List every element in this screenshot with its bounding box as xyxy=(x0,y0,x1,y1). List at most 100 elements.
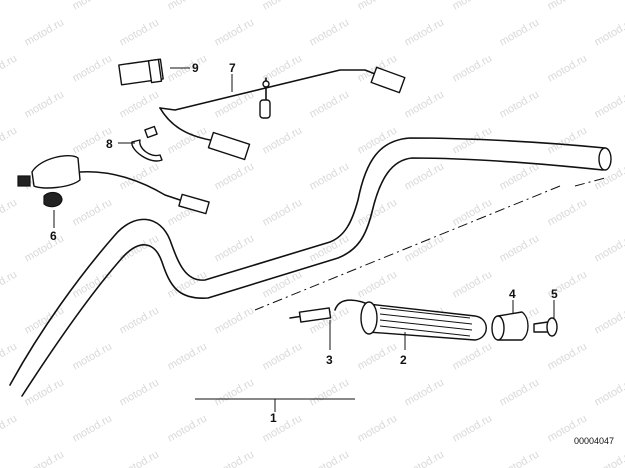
watermark-text: motod.ru xyxy=(166,0,210,13)
connector-9 xyxy=(118,58,164,86)
clamp-8 xyxy=(131,125,163,162)
watermark-text: motod.ru xyxy=(118,304,162,336)
bar-end-weight-4 xyxy=(491,311,529,341)
callout-2: 2 xyxy=(400,353,407,367)
watermark-text: motod.ru xyxy=(0,52,19,84)
watermark-text: motod.ru xyxy=(403,232,447,264)
watermark-text: motod.ru xyxy=(71,340,115,372)
handlebar xyxy=(9,137,612,397)
switch-unit-6 xyxy=(17,154,210,215)
watermark-text: motod.ru xyxy=(356,268,400,300)
watermark-text: motod.ru xyxy=(498,376,542,408)
watermark-text: motod.ru xyxy=(593,304,625,336)
watermark-text: motod.ru xyxy=(261,196,305,228)
watermark-text: motod.ru xyxy=(23,88,67,120)
watermark-text: motod.ru xyxy=(498,232,542,264)
watermark-text: motod.ru xyxy=(593,376,625,408)
watermark-text: motod.ru xyxy=(546,340,590,372)
watermark-text: motod.ru xyxy=(451,340,495,372)
watermark-text: motod.ru xyxy=(546,124,590,156)
watermark-text: motod.ru xyxy=(213,160,257,192)
watermark-text: motod.ru xyxy=(356,0,400,13)
watermark-text: motod.ru xyxy=(451,412,495,444)
watermark-text: motod.ru xyxy=(23,448,67,468)
document-number: 00004047 xyxy=(574,436,614,446)
watermark-text: motod.ru xyxy=(71,0,115,13)
watermark-text: motod.ru xyxy=(0,196,19,228)
watermark-text: motod.ru xyxy=(261,124,305,156)
watermark-text: motod.ru xyxy=(213,88,257,120)
heating-element-3 xyxy=(289,299,373,323)
watermark-text: motod.ru xyxy=(261,340,305,372)
watermark-text: motod.ru xyxy=(261,412,305,444)
assembly-axis xyxy=(254,185,561,311)
watermark-text: motod.ru xyxy=(546,52,590,84)
watermark-text: motod.ru xyxy=(0,412,19,444)
watermark-text: motod.ru xyxy=(593,448,625,468)
watermark-text: motod.ru xyxy=(308,88,352,120)
watermark-text: motod.ru xyxy=(451,0,495,13)
watermark-text: motod.ru xyxy=(71,52,115,84)
watermark-text: motod.ru xyxy=(451,124,495,156)
watermark-text: motod.ru xyxy=(308,448,352,468)
callout-6: 6 xyxy=(50,229,57,243)
assembly-axis-right xyxy=(574,177,606,187)
watermark-text: motod.ru xyxy=(403,376,447,408)
watermark-text: motod.ru xyxy=(308,160,352,192)
watermark-text: motod.ru xyxy=(356,412,400,444)
watermark-text: motod.ru xyxy=(593,16,625,48)
watermark-text: motod.ru xyxy=(118,16,162,48)
watermark-text: motod.ru xyxy=(166,124,210,156)
watermark-text: motod.ru xyxy=(403,448,447,468)
watermark-text: motod.ru xyxy=(0,340,19,372)
watermark-text: motod.ru xyxy=(213,232,257,264)
watermark-text: motod.ru xyxy=(23,304,67,336)
watermark-text: motod.ru xyxy=(0,124,19,156)
watermark-text: motod.ru xyxy=(403,16,447,48)
watermark-text: motod.ru xyxy=(23,232,67,264)
callout-1: 1 xyxy=(270,411,277,425)
watermark-text: motod.ru xyxy=(71,412,115,444)
watermark-text: motod.ru xyxy=(213,448,257,468)
watermark-text: motod.ru xyxy=(403,88,447,120)
watermark-text: motod.ru xyxy=(403,160,447,192)
watermark-text: motod.ru xyxy=(451,52,495,84)
watermark-text: motod.ru xyxy=(0,0,19,13)
watermark-text: motod.ru xyxy=(546,196,590,228)
watermark-text: motod.ru xyxy=(166,340,210,372)
watermark-text: motod.ru xyxy=(308,232,352,264)
watermark-text: motod.ru xyxy=(261,268,305,300)
watermark-text: motod.ru xyxy=(356,196,400,228)
watermark-text: motod.ru xyxy=(261,0,305,13)
watermark-text: motod.ru xyxy=(71,196,115,228)
watermark-text: motod.ru xyxy=(356,340,400,372)
watermark-text: motod.ru xyxy=(498,160,542,192)
callout-4: 4 xyxy=(509,287,516,301)
watermark-text: motod.ru xyxy=(498,16,542,48)
watermark-text: motod.ru xyxy=(308,376,352,408)
watermark-text: motod.ru xyxy=(451,268,495,300)
callout-9: 9 xyxy=(192,61,199,75)
watermark-text: motod.ru xyxy=(118,376,162,408)
watermark-text: motod.ru xyxy=(308,16,352,48)
watermark-text: motod.ru xyxy=(451,196,495,228)
watermark-text: motod.ru xyxy=(23,16,67,48)
callout-7: 7 xyxy=(229,61,236,75)
watermark-text: motod.ru xyxy=(23,376,67,408)
callouts: 1 2 3 4 5 6 7 8 9 xyxy=(50,61,558,425)
watermark-text: motod.ru xyxy=(213,304,257,336)
watermark-text: motod.ru xyxy=(166,52,210,84)
screw-5 xyxy=(533,317,558,337)
grip-2 xyxy=(360,301,487,341)
watermark-text: motod.ru xyxy=(118,448,162,468)
watermark-text: motod.ru xyxy=(498,88,542,120)
watermark-text: motod.ru xyxy=(498,448,542,468)
watermark-text: motod.ru xyxy=(213,16,257,48)
wiring-harness xyxy=(159,66,406,161)
watermark-text: motod.ru xyxy=(593,232,625,264)
watermark-text: motod.ru xyxy=(593,88,625,120)
watermark-text: motod.ru xyxy=(546,0,590,13)
watermark-text: motod.ru xyxy=(166,412,210,444)
watermark-text: motod.ru xyxy=(118,88,162,120)
